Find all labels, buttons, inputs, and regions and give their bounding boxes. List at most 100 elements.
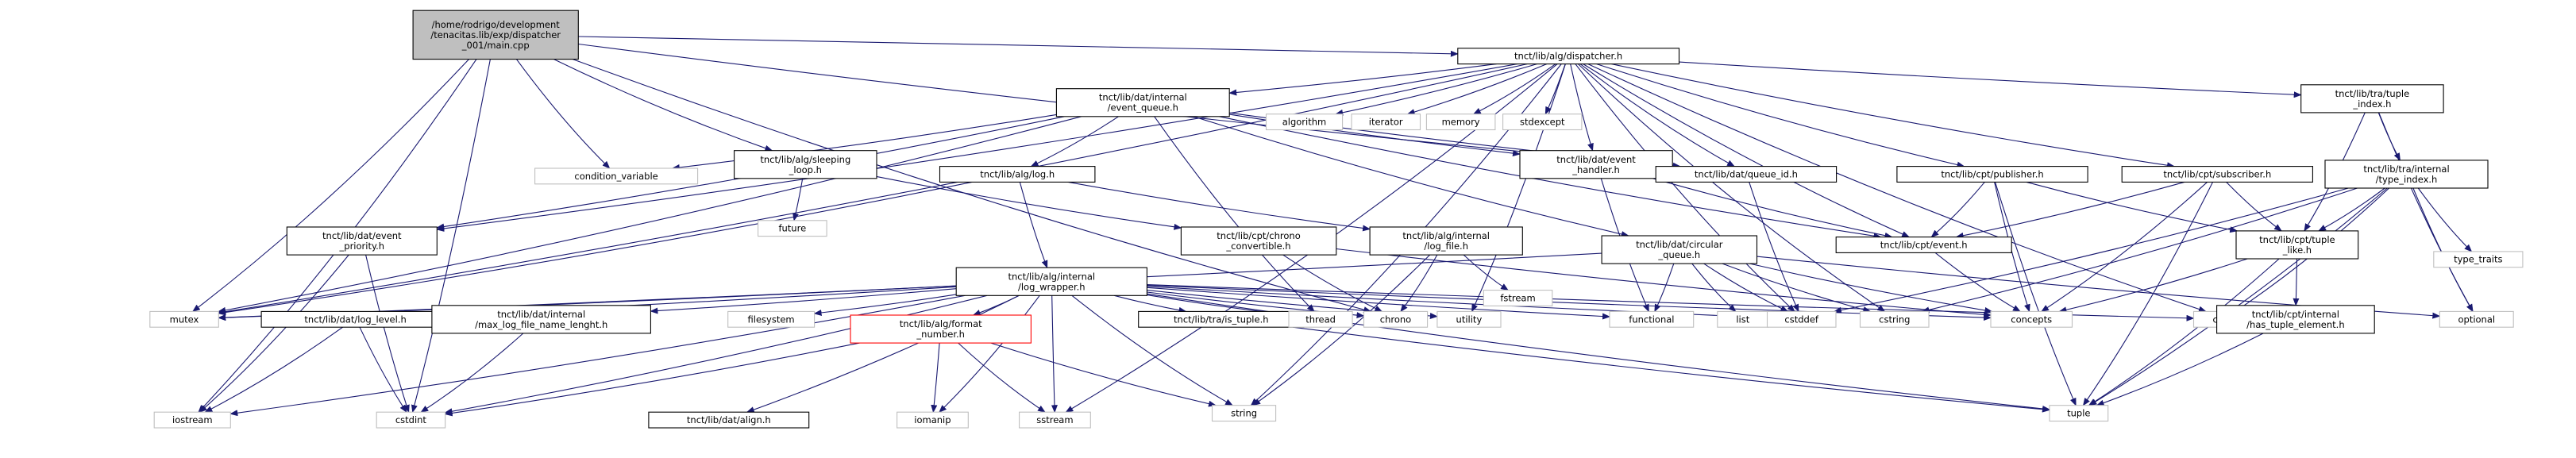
nodes-layer: /home/rodrigo/development/tenacitas.lib/… xyxy=(149,10,2524,429)
node-box xyxy=(2235,230,2359,260)
node-label: _convertible.h xyxy=(1225,241,1290,252)
node-box xyxy=(1363,310,1429,328)
node-box xyxy=(2049,405,2109,422)
node-box xyxy=(727,310,816,328)
node-tuple-index[interactable]: tnct/lib/tra/tuple_index.h xyxy=(2300,84,2444,114)
node-box xyxy=(153,411,231,429)
edge-main-to-sleeping_loop xyxy=(553,59,773,152)
node-label: tnct/lib/tra/internal xyxy=(2363,164,2449,175)
node-type-traits: type_traits xyxy=(2433,251,2524,268)
node-box xyxy=(1835,237,2012,253)
node-label: _number.h xyxy=(916,329,965,340)
node-label: tnct/lib/cpt/publisher.h xyxy=(1941,168,2043,179)
edge-event_handler-to-cpt_event xyxy=(1652,178,1893,239)
node-has-tuple-element[interactable]: tnct/lib/cpt/internal/has_tuple_element.… xyxy=(2216,305,2375,334)
node-utility: utility xyxy=(1436,310,1502,328)
node-box xyxy=(648,411,810,429)
node-box xyxy=(534,167,699,185)
edge-log_file-to-fstream xyxy=(1463,254,1509,291)
edge-main-to-cstdint xyxy=(411,59,491,414)
node-label: cstring xyxy=(1879,314,1910,325)
node-label: tnct/lib/cpt/internal xyxy=(2252,309,2339,320)
node-label: _001/main.cpp xyxy=(461,40,530,51)
edge-log-to-log_file xyxy=(1067,181,1371,232)
edge-tuple_like-to-concepts xyxy=(2058,258,2248,314)
node-box xyxy=(149,310,219,328)
node-iomanip: iomanip xyxy=(897,411,969,429)
node-circular-queue[interactable]: tnct/lib/dat/circular_queue.h xyxy=(1601,235,1758,264)
node-box xyxy=(1896,166,2088,183)
edge-tuple_index-to-optional xyxy=(2378,112,2474,313)
node-label: mutex xyxy=(170,314,199,325)
node-label: optional xyxy=(2458,314,2495,325)
edge-event_priority-to-iostream xyxy=(199,254,349,413)
edge-format_number-to-string xyxy=(990,342,1217,407)
node-internal-tuple-index[interactable]: tnct/lib/tra/internal/type_index.h xyxy=(2324,160,2489,189)
node-box xyxy=(1369,226,1523,256)
node-label: _loop.h xyxy=(789,164,822,175)
edge-publisher-to-tuple_like xyxy=(2026,181,2239,233)
node-label: /type_index.h xyxy=(2376,174,2438,185)
node-iostream: iostream xyxy=(153,411,231,429)
node-box xyxy=(1859,310,1930,328)
node-log[interactable]: tnct/lib/alg/log.h xyxy=(939,166,1096,183)
node-log-file[interactable]: tnct/lib/alg/internal/log_file.h xyxy=(1369,226,1523,256)
node-max-log-file[interactable]: tnct/lib/dat/internal/max_log_file_name_… xyxy=(431,305,651,334)
node-label: tnct/lib/alg/sleeping xyxy=(760,154,850,165)
node-label: tnct/lib/dat/event xyxy=(322,230,402,241)
node-log-level[interactable]: tnct/lib/dat/log_level.h xyxy=(260,310,450,328)
node-cpt-event[interactable]: tnct/lib/cpt/event.h xyxy=(1835,237,2012,253)
node-queue-id[interactable]: tnct/lib/dat/queue_id.h xyxy=(1655,166,1838,183)
node-box xyxy=(1457,48,1680,65)
node-is-tuple[interactable]: tnct/lib/tra/is_tuple.h xyxy=(1138,310,1305,328)
node-main[interactable]: /home/rodrigo/development/tenacitas.lib/… xyxy=(412,10,579,60)
edge-event_queue-to-mutex xyxy=(218,116,1082,314)
node-box xyxy=(431,305,651,334)
edge-publisher-to-cpt_event xyxy=(1930,181,1985,238)
node-label: list xyxy=(1736,314,1749,325)
node-label: tnct/lib/cpt/subscriber.h xyxy=(2163,168,2271,179)
node-event-priority[interactable]: tnct/lib/dat/event_priority.h xyxy=(286,226,438,256)
edge-log_wrapper-to-is_tuple xyxy=(1113,294,1187,314)
edge-main-to-mutex xyxy=(192,59,469,313)
node-box xyxy=(2433,251,2524,268)
edge-subscriber-to-tuple_like xyxy=(2226,181,2282,232)
node-box xyxy=(1180,226,1337,256)
node-event-queue[interactable]: tnct/lib/dat/internal/event_queue.h xyxy=(1055,88,1230,117)
node-log-wrapper[interactable]: tnct/lib/alg/internal/log_wrapper.h xyxy=(955,267,1147,296)
node-format-number[interactable]: tnct/lib/alg/format_number.h xyxy=(850,314,1032,344)
node-label: cstddef xyxy=(1784,314,1818,325)
node-sleeping-loop[interactable]: tnct/lib/alg/sleeping_loop.h xyxy=(734,150,877,179)
node-label: tnct/lib/dat/event xyxy=(1556,154,1636,165)
node-dispatcher[interactable]: tnct/lib/alg/dispatcher.h xyxy=(1457,48,1680,65)
node-functional: functional xyxy=(1609,310,1695,328)
node-box xyxy=(1483,290,1553,306)
node-tuple: tuple xyxy=(2049,405,2109,422)
node-mutex: mutex xyxy=(149,310,219,328)
node-label: tnct/lib/tra/tuple xyxy=(2335,88,2410,99)
edge-event_queue-to-log xyxy=(1030,116,1119,167)
edge-log_file-to-chrono xyxy=(1400,254,1438,313)
edge-internal_tuple_index-to-optional xyxy=(2412,187,2474,313)
node-label: concepts xyxy=(2011,314,2052,325)
node-cstddef: cstddef xyxy=(1766,310,1837,328)
edges-layer xyxy=(192,36,2474,417)
node-tuple-like[interactable]: tnct/lib/cpt/tuple_like.h xyxy=(2235,230,2359,260)
node-chrono-convertible[interactable]: tnct/lib/cpt/chrono_convertible.h xyxy=(1180,226,1337,256)
node-box xyxy=(2121,166,2313,183)
node-subscriber[interactable]: tnct/lib/cpt/subscriber.h xyxy=(2121,166,2313,183)
edge-sleeping_loop-to-chrono_convertible xyxy=(876,175,1182,230)
edge-subscriber-to-cpt_event xyxy=(1955,181,2185,239)
node-align[interactable]: tnct/lib/dat/align.h xyxy=(648,411,810,429)
node-label: fstream xyxy=(1500,293,1535,304)
node-label: cstdint xyxy=(395,414,427,425)
node-box xyxy=(1019,411,1091,429)
edge-event_queue-to-cpt_event xyxy=(1219,116,1882,240)
node-event-handler[interactable]: tnct/lib/dat/event_handler.h xyxy=(1519,150,1673,179)
edge-dispatcher-to-utility xyxy=(1471,64,1566,313)
edge-publisher-to-tuple xyxy=(1994,182,2077,406)
node-chrono: chrono xyxy=(1363,310,1429,328)
node-publisher[interactable]: tnct/lib/cpt/publisher.h xyxy=(1896,166,2088,183)
node-string: string xyxy=(1211,405,1277,422)
